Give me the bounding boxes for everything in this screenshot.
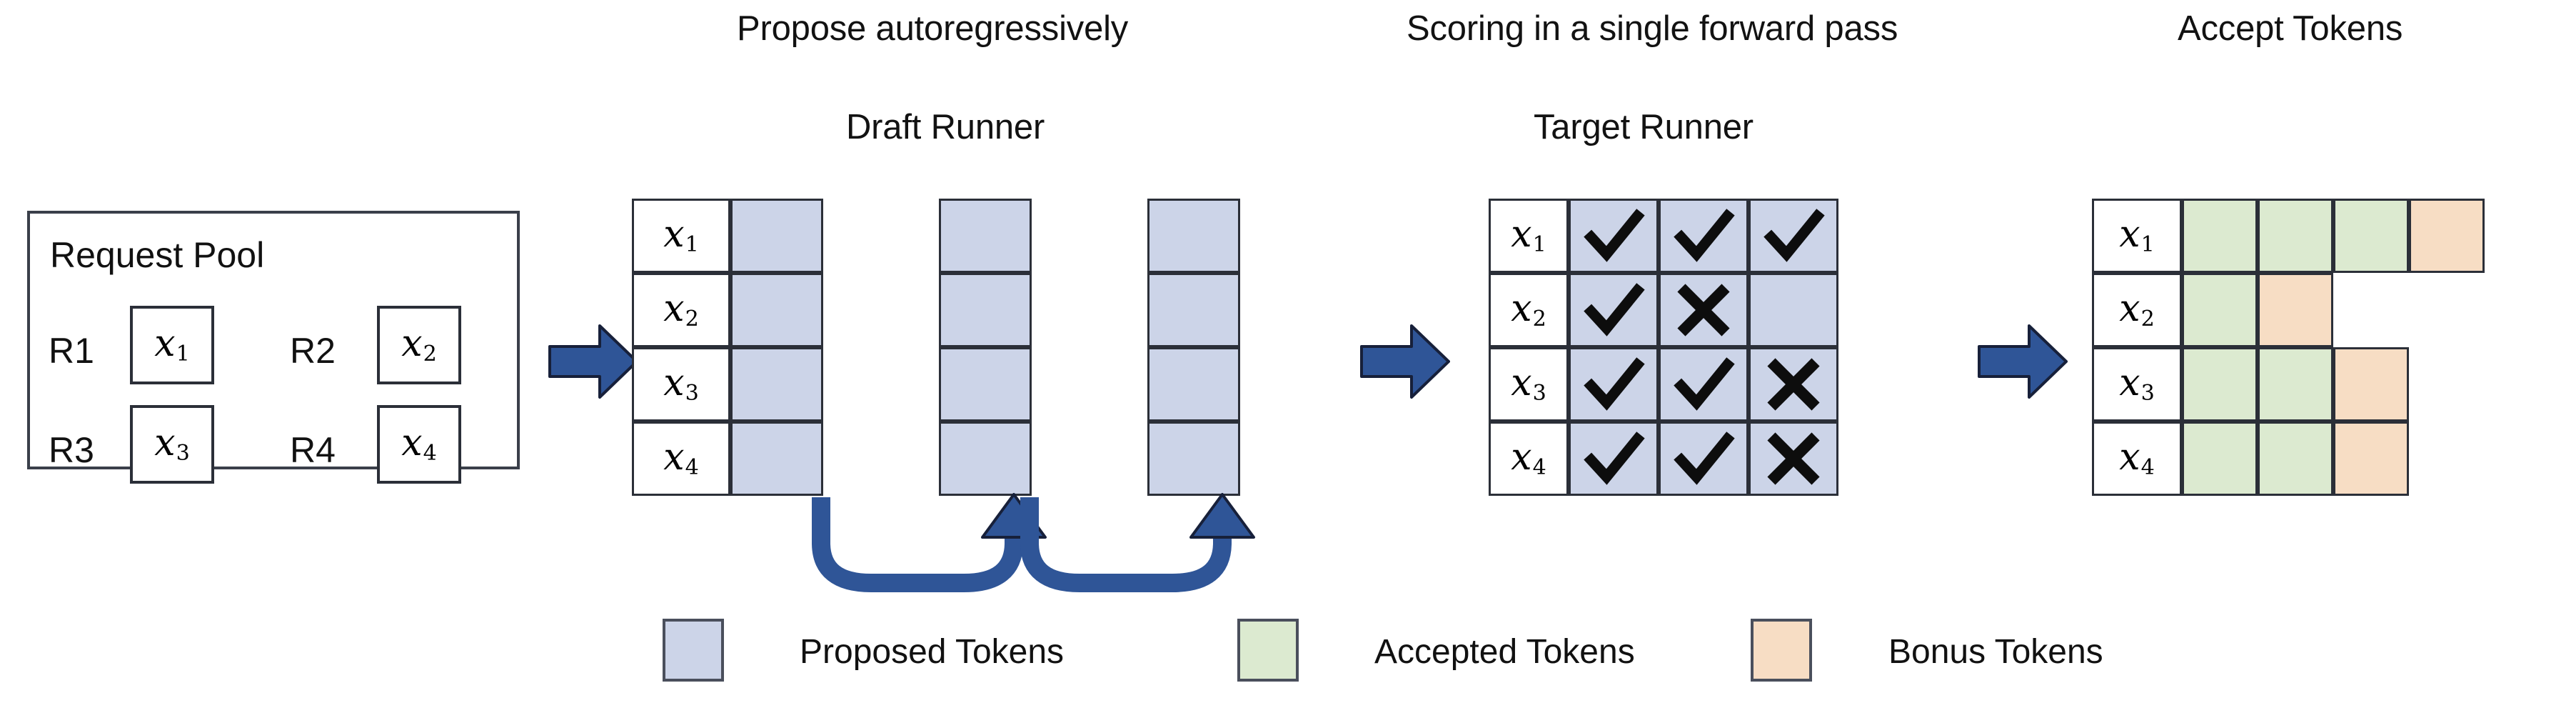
- accept-cell-r4c2: [2258, 422, 2333, 496]
- check-icon: [1674, 432, 1735, 485]
- title-target-runner: Target Runner: [1534, 108, 1754, 146]
- cross-icon: [1767, 358, 1820, 411]
- draft-cell-r4c3: [1147, 422, 1240, 496]
- draft-row-label-x4: x4: [632, 422, 730, 496]
- draft-cell-r4c1: [730, 422, 823, 496]
- accept-cell-r1c3: [2333, 199, 2409, 273]
- target-cell-r3c3: [1749, 347, 1838, 422]
- request-label-r3: R3: [49, 430, 94, 470]
- accept-tokens-grid: x1 x2 x3 x4: [2092, 199, 2492, 506]
- accept-row-label-x2: x2: [2092, 273, 2182, 347]
- draft-cell-r3c3: [1147, 347, 1240, 422]
- token-x4: x4: [401, 422, 437, 466]
- legend-label-accepted: Accepted Tokens: [1374, 633, 1635, 671]
- accept-cell-r1c2: [2258, 199, 2333, 273]
- accept-row-label-x3: x3: [2092, 347, 2182, 422]
- draft-row-label-x3: x3: [632, 347, 730, 422]
- target-row-label-x4: x4: [1489, 422, 1569, 496]
- draft-row-label-x1: x1: [632, 199, 730, 273]
- legend-swatch-bonus: [1751, 619, 1812, 682]
- accept-row-label-x1: x1: [2092, 199, 2182, 273]
- check-icon: [1674, 209, 1735, 262]
- target-cell-r2c1: [1569, 273, 1659, 347]
- accept-cell-r1c4: [2409, 199, 2485, 273]
- token-x2: x2: [401, 322, 437, 367]
- target-cell-r4c1: [1569, 422, 1659, 496]
- draft-cell-r1c3: [1147, 199, 1240, 273]
- flow-arrow-2: [1360, 323, 1450, 400]
- flow-arrow-3: [1978, 323, 2068, 400]
- accept-cell-r3c3: [2333, 347, 2409, 422]
- check-icon: [1764, 209, 1825, 262]
- draft-cell-r2c2: [939, 273, 1032, 347]
- request-pool-title: Request Pool: [50, 235, 265, 275]
- title-scoring-single-forward-pass: Scoring in a single forward pass: [1407, 9, 1898, 48]
- draft-cell-r1c2: [939, 199, 1032, 273]
- token-x1: x1: [154, 322, 190, 367]
- legend-label-bonus: Bonus Tokens: [1888, 633, 2103, 671]
- target-cell-r3c1: [1569, 347, 1659, 422]
- request-token-box-r3: x3: [130, 405, 214, 484]
- target-cell-r2c2: [1659, 273, 1749, 347]
- legend-swatch-accepted: [1237, 619, 1299, 682]
- accept-cell-r3c1: [2182, 347, 2258, 422]
- target-row-label-x1: x1: [1489, 199, 1569, 273]
- accept-cell-r4c1: [2182, 422, 2258, 496]
- draft-cell-r1c1: [730, 199, 823, 273]
- accept-cell-r2c2: [2258, 273, 2333, 347]
- draft-cell-r2c1: [730, 273, 823, 347]
- draft-cell-r2c3: [1147, 273, 1240, 347]
- request-token-box-r1: x1: [130, 306, 214, 384]
- accept-cell-r1c1: [2182, 199, 2258, 273]
- token-x3: x3: [154, 422, 190, 466]
- cross-icon: [1767, 432, 1820, 485]
- target-cell-r1c2: [1659, 199, 1749, 273]
- draft-cell-r3c2: [939, 347, 1032, 422]
- target-cell-r4c2: [1659, 422, 1749, 496]
- target-cell-r1c3: [1749, 199, 1838, 273]
- check-icon: [1674, 357, 1735, 411]
- title-propose-autoregressively: Propose autoregressively: [737, 9, 1129, 48]
- draft-cell-r3c1: [730, 347, 823, 422]
- accept-cell-r2c1: [2182, 273, 2258, 347]
- accept-cell-r3c2: [2258, 347, 2333, 422]
- accept-row-label-x4: x4: [2092, 422, 2182, 496]
- legend-swatch-proposed: [663, 619, 724, 682]
- target-row-label-x2: x2: [1489, 273, 1569, 347]
- title-accept-tokens: Accept Tokens: [2178, 9, 2403, 48]
- target-cell-r1c1: [1569, 199, 1659, 273]
- check-icon: [1584, 432, 1645, 485]
- cross-icon: [1677, 284, 1730, 336]
- target-runner-grid: x1 x2 x3 x4: [1489, 199, 1846, 506]
- accept-cell-r4c3: [2333, 422, 2409, 496]
- title-draft-runner: Draft Runner: [846, 108, 1045, 146]
- request-token-box-r4: x4: [377, 405, 461, 484]
- target-cell-r4c3: [1749, 422, 1838, 496]
- request-label-r1: R1: [49, 331, 94, 371]
- target-cell-r2c3: [1749, 273, 1838, 347]
- draft-row-label-x2: x2: [632, 273, 730, 347]
- draft-cell-r4c2: [939, 422, 1032, 496]
- request-label-r4: R4: [290, 430, 336, 470]
- flow-arrow-1: [548, 323, 638, 400]
- request-token-box-r2: x2: [377, 306, 461, 384]
- check-icon: [1584, 209, 1645, 262]
- check-icon: [1584, 283, 1645, 336]
- target-cell-r3c2: [1659, 347, 1749, 422]
- target-row-label-x3: x3: [1489, 347, 1569, 422]
- draft-runner-grid: x1 x2 x3 x4: [632, 199, 1289, 506]
- loop-arrow-2: [1008, 493, 1265, 607]
- legend-label-proposed: Proposed Tokens: [800, 633, 1065, 671]
- request-label-r2: R2: [290, 331, 336, 371]
- check-icon: [1584, 357, 1645, 411]
